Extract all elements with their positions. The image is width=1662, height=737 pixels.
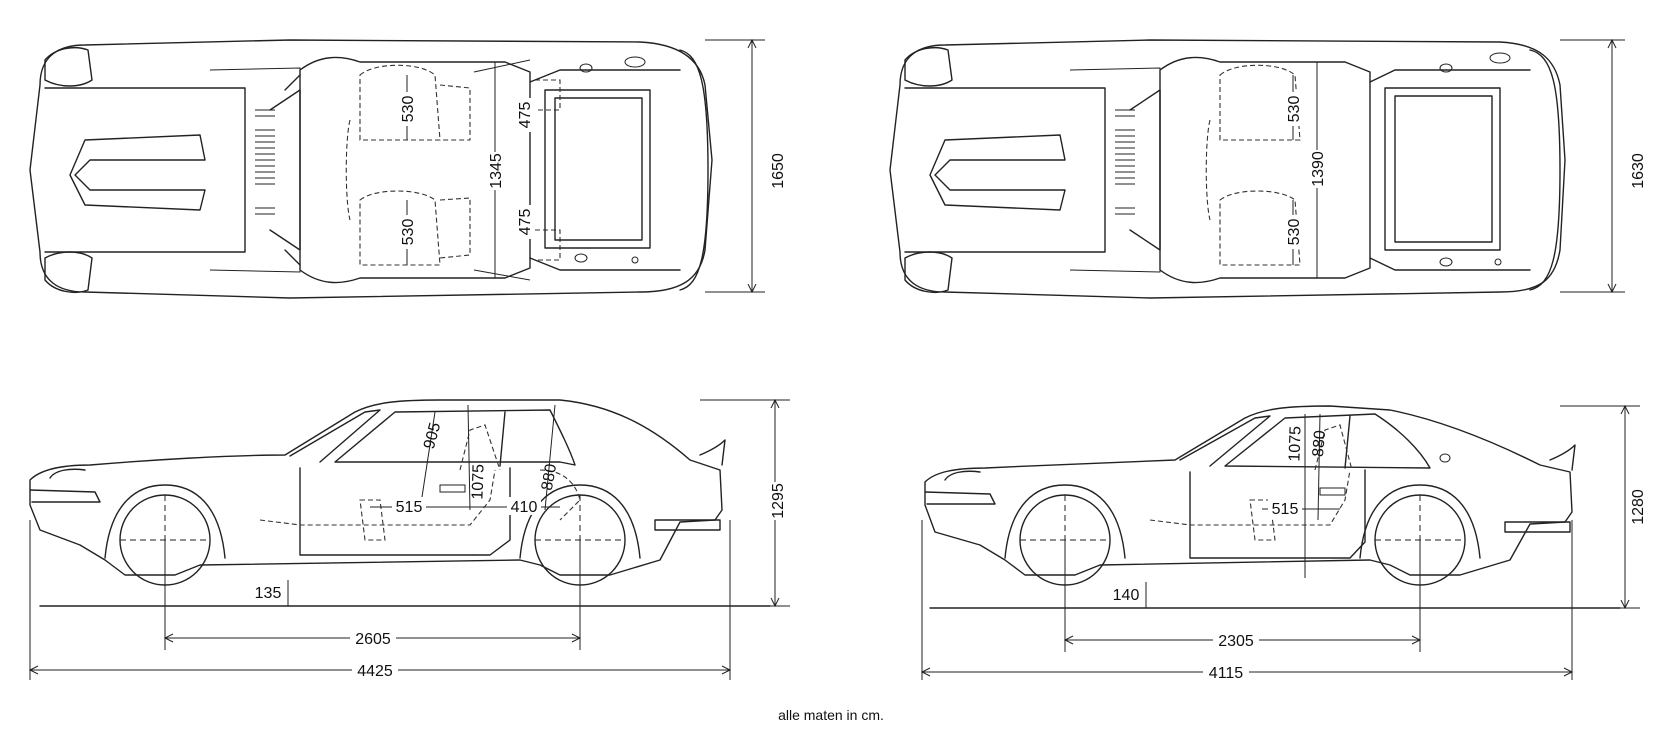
dim-right-side-height: 1280 <box>1626 488 1648 526</box>
dim-label: 410 <box>511 499 538 516</box>
dim-label: 515 <box>396 499 423 516</box>
dim-label: 1075 <box>469 464 487 500</box>
left-top-seats <box>345 64 561 266</box>
dim-label: 515 <box>1272 501 1299 518</box>
dim-label: 530 <box>1286 219 1303 246</box>
dim-label: 135 <box>255 585 282 602</box>
dim-left-side-height: 1295 <box>766 482 788 520</box>
dim-label: 1630 <box>1630 153 1647 189</box>
dim-left-top-spacing-upper: 475 <box>515 98 534 132</box>
dim-right-top-width: 1630 <box>1626 152 1648 190</box>
dim-left-top-seat-rear: 530 <box>398 215 417 249</box>
dim-right-side-seat-depth: 515 <box>1268 499 1302 518</box>
left-side-view <box>28 398 790 680</box>
dim-right-side-wheelbase: 2305 <box>1213 631 1259 650</box>
dim-label: 905 <box>421 421 444 451</box>
dim-label: 140 <box>1113 587 1140 604</box>
dim-label: 530 <box>400 219 417 246</box>
dim-left-side-rear-seat-depth: 410 <box>507 497 541 516</box>
right-top-view <box>889 38 1625 299</box>
dim-label: 530 <box>400 96 417 123</box>
dim-label: 880 <box>1310 429 1329 457</box>
left-top-cowl-vents <box>255 109 275 215</box>
dim-right-top-seat-rear: 530 <box>1284 215 1303 249</box>
dim-left-side-rear-headroom: 880 <box>539 463 560 492</box>
dim-right-top-interior: 1390 <box>1308 150 1327 188</box>
dim-label: 475 <box>517 209 534 236</box>
dim-label: 4425 <box>357 663 393 680</box>
units-caption: alle maten in cm. <box>778 707 884 723</box>
dim-left-top-interior: 1345 <box>486 152 505 190</box>
dim-label: 530 <box>1286 96 1303 123</box>
dim-label: 2305 <box>1218 633 1254 650</box>
dim-left-side-seat-depth: 515 <box>392 497 426 516</box>
dim-label: 2605 <box>355 631 391 648</box>
right-top-seats <box>1205 64 1301 266</box>
dim-left-top-spacing-lower: 475 <box>515 205 534 239</box>
dim-left-top-seat-front: 530 <box>398 92 417 126</box>
dim-right-side-seat-roof: 1075 <box>1286 426 1304 462</box>
right-side-view <box>920 404 1640 680</box>
dim-label: 475 <box>517 102 534 129</box>
dim-right-side-rear-headroom: 880 <box>1310 429 1329 457</box>
dim-left-side-seat-roof: 1075 <box>469 464 487 500</box>
dim-left-side-wheelbase: 2605 <box>350 629 396 648</box>
dim-label: 1345 <box>488 153 505 189</box>
dim-label: 1075 <box>1286 426 1304 462</box>
dim-right-side-clearance: 140 <box>1113 587 1140 604</box>
dim-left-side-length: 4425 <box>352 661 398 680</box>
dim-label: 1390 <box>1310 151 1327 187</box>
left-top-view <box>29 38 765 299</box>
dim-label: 1650 <box>770 153 787 189</box>
right-top-cowl-vents <box>1115 109 1135 215</box>
dim-right-top-seat-front: 530 <box>1284 92 1303 126</box>
dim-left-top-width: 1650 <box>766 152 788 190</box>
dim-label: 4115 <box>1209 665 1244 682</box>
dim-left-side-clearance: 135 <box>255 585 282 602</box>
dim-label: 880 <box>539 463 560 492</box>
dim-left-side-headroom: 905 <box>421 421 444 451</box>
dim-label: 1295 <box>770 483 787 519</box>
dim-right-side-length: 4115 <box>1203 663 1249 682</box>
dim-label: 1280 <box>1630 489 1647 525</box>
